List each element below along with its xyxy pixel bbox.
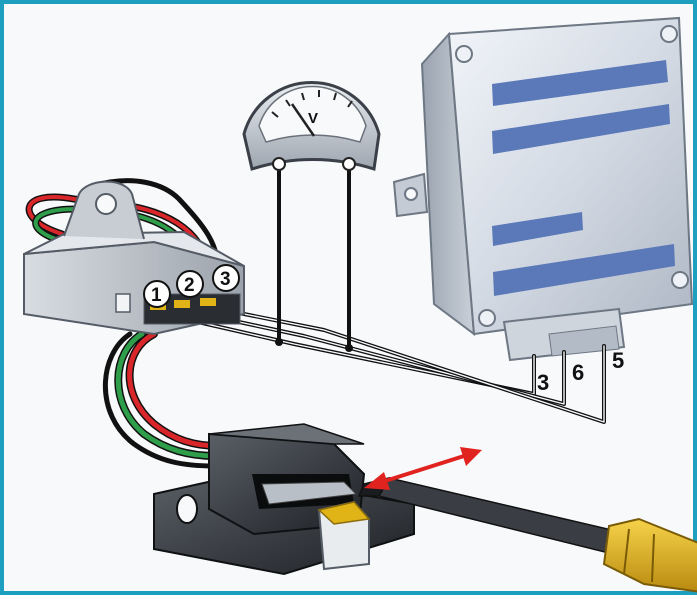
ecu-pin-labels: 3 6 5 bbox=[537, 348, 624, 395]
ecu-mount-hole bbox=[671, 271, 689, 289]
voltmeter-needle bbox=[290, 103, 316, 137]
sensor-shutter-tip bbox=[317, 501, 371, 525]
screwdriver-handle-ridge bbox=[623, 528, 630, 575]
ecu-stripe bbox=[493, 244, 675, 296]
screwdriver-handle bbox=[602, 517, 697, 593]
sensor-blade bbox=[261, 481, 358, 505]
connector-plug bbox=[23, 180, 245, 336]
connector-top bbox=[23, 230, 245, 267]
sensor-mount-hole bbox=[176, 494, 198, 524]
pin-badge bbox=[176, 270, 204, 298]
ecu-stripe bbox=[492, 60, 668, 106]
connector-pin-2-label: 2 bbox=[184, 275, 195, 296]
ecu-pin-label: 3 bbox=[537, 370, 549, 395]
screwdriver bbox=[357, 476, 697, 593]
ecu-stripe bbox=[492, 212, 583, 246]
connector-latch bbox=[115, 293, 131, 313]
screwdriver-shaft bbox=[377, 477, 630, 557]
ecu-pin-label: 5 bbox=[612, 348, 624, 373]
connector-pin-1-label: 1 bbox=[151, 285, 162, 306]
signal-wire-1-inner bbox=[153, 311, 535, 395]
ecu-connector-block bbox=[548, 325, 620, 357]
ecu-bracket-hole bbox=[404, 187, 418, 201]
double-arrow-icon bbox=[364, 447, 482, 490]
connector-contact bbox=[174, 300, 190, 308]
connector-pin-labels: 1 2 3 bbox=[143, 264, 240, 308]
voltmeter-scale bbox=[271, 90, 353, 118]
screwdriver-handle-ridge bbox=[651, 533, 655, 583]
voltmeter-terminal bbox=[342, 157, 356, 171]
connector-pin-3-label: 3 bbox=[220, 269, 231, 290]
hall-sensor bbox=[153, 423, 415, 576]
pin-badge bbox=[212, 264, 240, 292]
ecu-stripe bbox=[492, 104, 670, 154]
connector-contact bbox=[200, 298, 216, 306]
probe-contact bbox=[345, 344, 353, 352]
voltmeter-unit-label: V bbox=[308, 110, 318, 127]
ecu-mount-hole bbox=[478, 309, 496, 327]
signal-wire-3-inner bbox=[193, 303, 605, 423]
ecu-mount-hole bbox=[660, 25, 678, 43]
pin-badge bbox=[143, 280, 171, 308]
black-wire bbox=[103, 331, 217, 469]
sensor-top bbox=[208, 423, 365, 445]
voltmeter-terminal bbox=[272, 157, 286, 171]
probe-contact bbox=[275, 338, 283, 346]
ecu-pin-label: 6 bbox=[572, 360, 584, 385]
control-unit bbox=[392, 16, 694, 362]
connector-mount-hole bbox=[95, 193, 117, 215]
green-wire bbox=[115, 331, 219, 459]
red-wire bbox=[127, 331, 222, 449]
voltmeter: V bbox=[242, 81, 381, 171]
wiring-diagram: V 1 2 3 3 6 5 bbox=[23, 16, 697, 593]
ecu-mount-hole bbox=[455, 45, 473, 63]
